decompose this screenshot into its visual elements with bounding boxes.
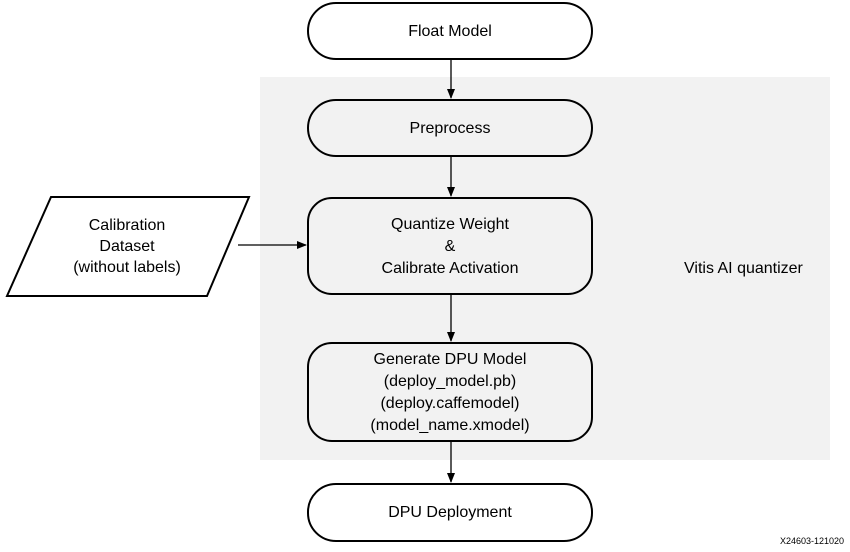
quantize-node: Quantize Weight & Calibrate Activation <box>307 197 593 295</box>
preprocess-label: Preprocess <box>410 120 491 137</box>
float-model-node: Float Model <box>307 2 593 60</box>
deployment-node: DPU Deployment <box>307 483 593 542</box>
calibration-label-line1: Calibration <box>89 217 165 234</box>
calibration-label-line2: Dataset <box>99 238 155 255</box>
generate-label-line4: (model_name.xmodel) <box>370 417 529 434</box>
generate-label-line3: (deploy.caffemodel) <box>380 395 519 412</box>
calibration-dataset-node: Calibration Dataset (without labels) <box>5 196 251 297</box>
float-model-label: Float Model <box>408 23 492 40</box>
quantize-label-line1: Quantize Weight <box>391 216 510 233</box>
deployment-label: DPU Deployment <box>388 504 512 521</box>
preprocess-node: Preprocess <box>307 99 593 157</box>
quantizer-region-label: Vitis AI quantizer <box>684 260 804 277</box>
generate-node: Generate DPU Model (deploy_model.pb) (de… <box>307 342 593 442</box>
quantize-label-line3: Calibrate Activation <box>382 260 519 277</box>
quantize-label-line2: & <box>445 238 456 255</box>
calibration-label-line3: (without labels) <box>73 259 181 276</box>
generate-label-line1: Generate DPU Model <box>374 351 527 368</box>
generate-label-line2: (deploy_model.pb) <box>384 373 517 390</box>
figure-id: X24603-121020 <box>780 536 844 546</box>
